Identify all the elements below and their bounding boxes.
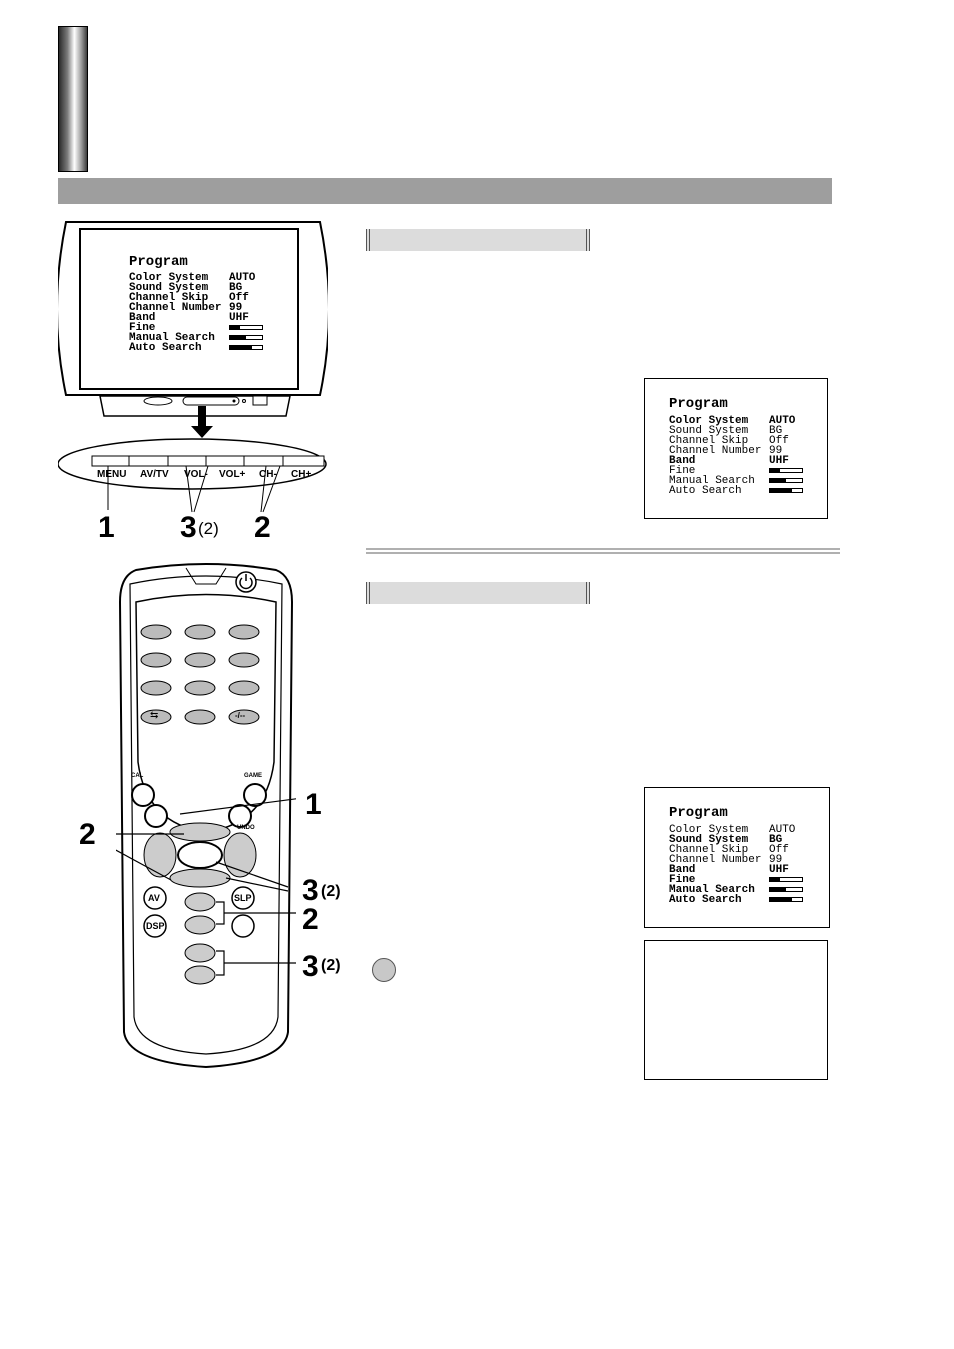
remote-dsp-button[interactable]: DSP <box>146 921 165 931</box>
callout-step-3: 3 <box>180 511 197 544</box>
osd-title: Program <box>669 805 728 821</box>
panel-button-vol-plus[interactable]: VOL+ <box>219 469 246 480</box>
auto-search-level-bar <box>769 487 803 493</box>
remote-callout-step-3b: 3 <box>302 950 319 983</box>
remote-callout-step-3: 3 <box>302 874 319 907</box>
osd-row-manual-search: Manual Search <box>129 332 263 344</box>
fine-level-bar <box>769 467 803 473</box>
remote-slp-button[interactable]: SLP <box>234 893 252 903</box>
remote-av-button[interactable]: AV <box>148 893 160 903</box>
fine-level-bar <box>229 324 263 330</box>
section-divider <box>366 548 840 554</box>
empty-screen-box <box>644 940 828 1080</box>
panel-button-menu[interactable]: MENU <box>97 469 127 480</box>
panel-button-ch-plus[interactable]: CH+ <box>291 469 312 480</box>
tv-illustration <box>58 221 328 513</box>
osd-title: Program <box>669 396 728 412</box>
osd-row-manual-search: Manual Search <box>669 884 803 896</box>
manual-search-level-bar <box>769 477 803 483</box>
manual-search-level-bar <box>229 334 263 340</box>
osd-title: Program <box>129 254 188 270</box>
remote-callout-step-3b-note: (2) <box>321 957 341 974</box>
remote-cal-label: CAL <box>131 773 144 779</box>
note-bullet-icon <box>372 958 396 982</box>
auto-search-level-bar <box>229 344 263 350</box>
callout-step-1: 1 <box>98 511 115 544</box>
remote-callout-step-3-note: (2) <box>321 883 341 900</box>
section1-heading-bar <box>366 229 590 251</box>
panel-button-avtv[interactable]: AV/TV <box>140 469 169 480</box>
remote-undo-label: UNDO <box>237 825 255 831</box>
osd-row-fine: Fine <box>129 322 263 334</box>
chapter-tab-gradient <box>58 26 88 172</box>
section2-heading-bar <box>366 582 590 604</box>
remote-control-illustration <box>116 563 296 1069</box>
remote-callout-step-1: 1 <box>305 788 322 821</box>
osd-row-manual-search: Manual Search <box>669 475 803 487</box>
fine-level-bar <box>769 876 803 882</box>
remote-callout-step-2-left: 2 <box>79 818 96 851</box>
osd-row-auto-search: Auto Search <box>669 894 803 906</box>
panel-button-vol-minus[interactable]: VOL- <box>184 469 208 480</box>
auto-search-level-bar <box>769 896 803 902</box>
manual-search-level-bar <box>769 886 803 892</box>
osd-row-auto-search: Auto Search <box>669 485 803 497</box>
panel-button-ch-minus[interactable]: CH- <box>259 469 277 480</box>
callout-step-3-note: (2) <box>198 519 219 538</box>
section-header-bar <box>58 178 832 204</box>
osd-row-fine: Fine <box>669 874 803 886</box>
remote-dash-button[interactable]: -/-- <box>235 711 246 720</box>
remote-swap-icon[interactable]: ⇆ <box>150 710 159 721</box>
remote-game-label: GAME <box>244 773 262 779</box>
remote-callout-step-2-right: 2 <box>302 903 319 936</box>
osd-row-auto-search: Auto Search <box>129 342 263 354</box>
osd-row-fine: Fine <box>669 465 803 477</box>
callout-step-2: 2 <box>254 511 271 544</box>
